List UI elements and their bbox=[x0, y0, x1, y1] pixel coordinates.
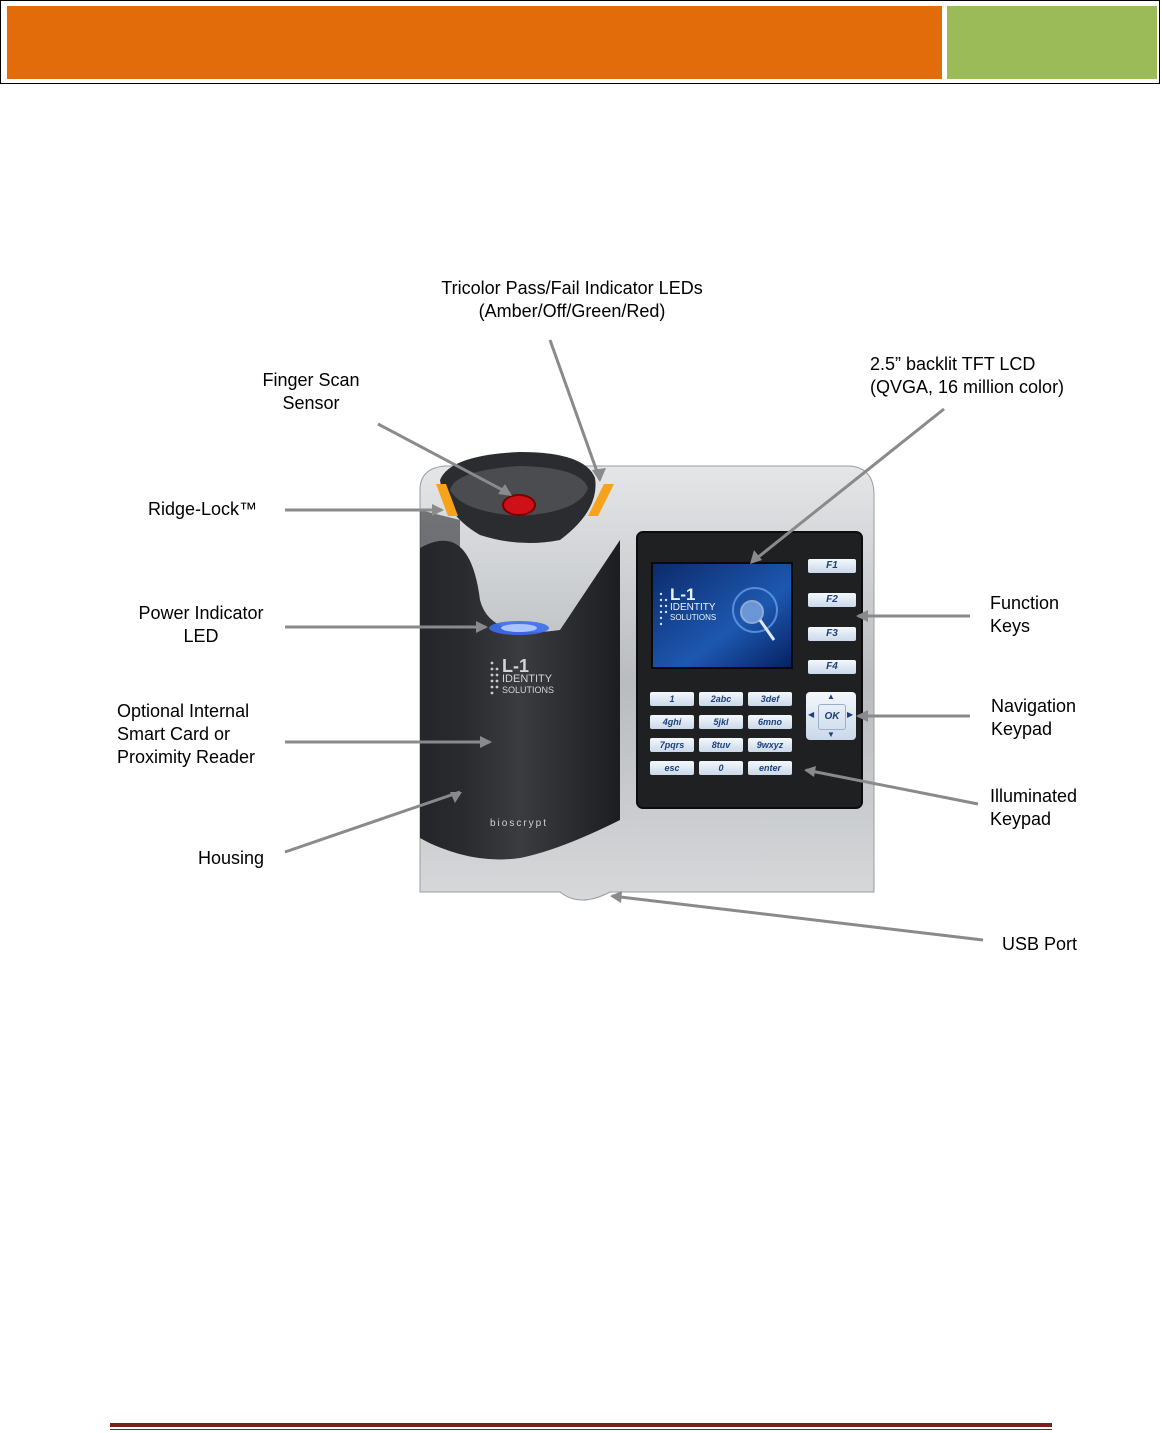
label-navigation-line1: Navigation bbox=[991, 696, 1077, 716]
amber-led-right bbox=[588, 484, 614, 516]
header-orange-bar bbox=[7, 6, 942, 79]
label-usb-port: USB Port bbox=[1002, 934, 1078, 954]
keypad-key[interactable]: 1 bbox=[650, 692, 694, 706]
housing-brand-line1: IDENTITY bbox=[502, 673, 553, 685]
keypad-key[interactable]: 7pqrs bbox=[650, 738, 694, 752]
label-finger-scan-line1: Finger Scan bbox=[262, 370, 360, 390]
lcd-screen bbox=[651, 562, 793, 669]
keypad-row: 1 2abc 3def bbox=[650, 692, 796, 706]
nav-up-icon[interactable]: ▲ bbox=[827, 692, 835, 701]
keypad-key[interactable]: 0 bbox=[699, 761, 743, 775]
housing-brand-big: L-1 bbox=[502, 656, 529, 676]
label-navigation-keypad: Navigation Keypad bbox=[991, 695, 1076, 741]
leader-usb bbox=[611, 894, 984, 942]
keypad-key[interactable]: 3def bbox=[748, 692, 792, 706]
footer-rule-thin bbox=[110, 1429, 1052, 1430]
label-tricolor-line1: Tricolor Pass/Fail Indicator LEDs bbox=[441, 278, 703, 298]
housing-dark-left bbox=[420, 510, 460, 852]
housing-brand-line2: SOLUTIONS bbox=[502, 685, 555, 695]
label-power-led: Power Indicator LED bbox=[126, 602, 276, 648]
housing-dark-front bbox=[420, 540, 620, 860]
label-lcd-line2: (QVGA, 16 million color) bbox=[870, 377, 1065, 397]
nav-right-icon[interactable]: ▶ bbox=[847, 710, 854, 719]
keypad-key[interactable]: 6mno bbox=[748, 715, 792, 729]
keypad-key[interactable]: 9wxyz bbox=[748, 738, 792, 752]
leader-housing bbox=[284, 790, 461, 854]
keypad-key[interactable]: enter bbox=[748, 761, 792, 775]
label-tricolor-leds: Tricolor Pass/Fail Indicator LEDs (Amber… bbox=[422, 277, 722, 323]
label-optional-reader-line1: Optional Internal bbox=[117, 701, 250, 721]
function-key-f1[interactable]: F1 bbox=[808, 559, 856, 573]
keypad-row: 4ghi 5jkl 6mno bbox=[650, 715, 796, 729]
leader-lcd bbox=[751, 407, 945, 564]
bioscrypt-wordmark: bioscrypt bbox=[490, 818, 549, 829]
keypad-row: 7pqrs 8tuv 9wxyz bbox=[650, 738, 796, 752]
function-key-f3[interactable]: F3 bbox=[808, 627, 856, 641]
label-illuminated-keypad: Illuminated Keypad bbox=[990, 785, 1077, 831]
label-power-led-line2: LED bbox=[183, 626, 219, 646]
leader-tricolor bbox=[548, 339, 602, 481]
function-key-f4[interactable]: F4 bbox=[808, 660, 856, 674]
housing-brand: L-1 IDENTITY SOLUTIONS bbox=[502, 656, 555, 695]
function-keys: F1 F2 F3 F4 bbox=[808, 559, 856, 674]
label-housing: Housing bbox=[198, 848, 265, 868]
label-optional-reader-line3: Proximity Reader bbox=[117, 747, 256, 767]
label-optional-reader-line2: Smart Card or bbox=[117, 724, 231, 744]
screen-brand-big: L-1 bbox=[670, 585, 696, 604]
leader-finger-scan bbox=[377, 422, 511, 496]
keypad-key[interactable]: 4ghi bbox=[650, 715, 694, 729]
label-navigation-line2: Keypad bbox=[991, 719, 1053, 739]
keypad-key[interactable]: 8tuv bbox=[699, 738, 743, 752]
label-lcd: 2.5” backlit TFT LCD (QVGA, 16 million c… bbox=[870, 353, 1064, 399]
screen-brand: L-1 IDENTITY SOLUTIONS bbox=[670, 585, 717, 622]
sensor-hood-rim bbox=[450, 466, 588, 516]
label-optional-reader: Optional Internal Smart Card or Proximit… bbox=[117, 700, 255, 769]
keypad-key[interactable]: 5jkl bbox=[699, 715, 743, 729]
label-tricolor-line2: (Amber/Off/Green/Red) bbox=[478, 301, 666, 321]
label-illuminated-line2: Keypad bbox=[990, 809, 1052, 829]
keypad-key[interactable]: 2abc bbox=[699, 692, 743, 706]
housing-logo-dots bbox=[490, 661, 499, 695]
screen-brand-line1: IDENTITY bbox=[670, 602, 716, 613]
label-function-keys-line2: Keys bbox=[990, 616, 1031, 636]
screen-brand-line2: SOLUTIONS bbox=[670, 613, 717, 622]
label-function-keys: Function Keys bbox=[990, 592, 1059, 638]
leader-arrowheads bbox=[432, 468, 868, 903]
label-power-led-line1: Power Indicator bbox=[138, 603, 264, 623]
nav-down-icon[interactable]: ▼ bbox=[827, 730, 835, 739]
leader-lines bbox=[284, 339, 984, 942]
page-header-frame bbox=[0, 0, 1160, 84]
keypad-key[interactable]: esc bbox=[650, 761, 694, 775]
nav-left-icon[interactable]: ◀ bbox=[808, 710, 815, 719]
screen-logo-dots bbox=[659, 592, 668, 626]
leader-illuminated bbox=[805, 768, 979, 806]
keypad-row: esc 0 enter bbox=[650, 761, 796, 775]
illuminated-keypad: 1 2abc 3def 4ghi 5jkl 6mno 7pqrs 8tuv 9w… bbox=[650, 692, 796, 775]
label-illuminated-line1: Illuminated bbox=[990, 786, 1078, 806]
label-finger-scan-sensor: Finger Scan Sensor bbox=[250, 369, 372, 415]
navigation-ok-button[interactable]: OK bbox=[818, 704, 846, 730]
label-lcd-line1: 2.5” backlit TFT LCD bbox=[870, 354, 1036, 374]
footer-rule-thick bbox=[110, 1423, 1052, 1427]
amber-led-left bbox=[436, 484, 458, 516]
navigation-keypad[interactable]: OK ▲ ▼ ◀ ▶ bbox=[806, 692, 856, 740]
label-finger-scan-line2: Sensor bbox=[282, 393, 340, 413]
header-green-bar bbox=[947, 6, 1157, 79]
label-ridge-lock: Ridge-Lock™ bbox=[148, 499, 258, 519]
label-function-keys-line1: Function bbox=[990, 593, 1060, 613]
finger-scan-sensor bbox=[502, 494, 536, 516]
function-key-f2[interactable]: F2 bbox=[808, 593, 856, 607]
